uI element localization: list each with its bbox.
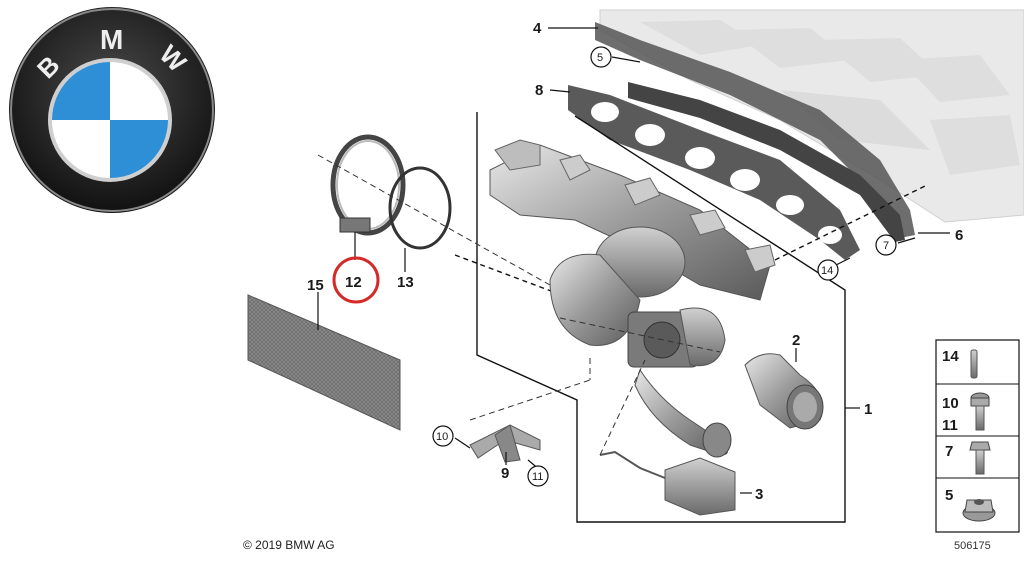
label-part-6: 6 <box>955 227 963 244</box>
wastegate-actuator <box>599 450 736 516</box>
label-part-11: 11 <box>532 471 543 483</box>
callout-circle-10 <box>432 425 454 447</box>
pin-icon <box>970 349 978 379</box>
label-part-15: 15 <box>307 277 324 294</box>
outlet-elbow <box>744 353 824 430</box>
document-id: 506175 <box>954 540 991 552</box>
legend-label-11: 11 <box>942 417 958 434</box>
axis-lines <box>317 154 721 456</box>
bmw-logo: B M W <box>9 7 215 213</box>
label-part-14: 14 <box>821 265 833 277</box>
support-bracket <box>469 424 541 463</box>
hex-bolt-icon <box>969 441 991 475</box>
valve-cover-gasket <box>595 22 915 242</box>
highlight-circle <box>332 256 380 304</box>
label-part-8: 8 <box>535 82 543 99</box>
v-band-clamp <box>330 134 406 236</box>
assembly-frame <box>454 112 926 523</box>
label-part-3: 3 <box>755 486 763 503</box>
small-parts-legend: 14 10 11 7 5 <box>935 339 1020 533</box>
label-part-12: 12 <box>345 274 362 291</box>
label-part-7: 7 <box>883 240 889 252</box>
label-part-4: 4 <box>533 20 542 37</box>
label-part-1: 1 <box>864 401 872 418</box>
callout-circle-5 <box>590 46 612 68</box>
label-part-10: 10 <box>436 431 448 443</box>
label-part-9: 9 <box>501 465 509 482</box>
legend-label-10: 10 <box>942 395 959 412</box>
legend-label-5: 5 <box>945 487 953 504</box>
legend-label-14: 14 <box>942 348 959 365</box>
copyright-text: © 2019 BMW AG <box>243 538 335 552</box>
seal-ring <box>388 166 452 250</box>
exhaust-manifold-turbo <box>489 139 776 458</box>
label-part-13: 13 <box>397 274 414 291</box>
torx-bolt-icon <box>970 392 990 431</box>
callout-circle-7 <box>875 234 897 256</box>
heat-shield <box>247 294 401 431</box>
legend-label-7: 7 <box>945 443 953 460</box>
manifold-gasket <box>568 85 860 260</box>
callout-circle-11 <box>527 465 549 487</box>
label-part-2: 2 <box>792 332 800 349</box>
flange-nut-icon <box>962 499 996 522</box>
callout-circle-14 <box>817 259 839 281</box>
label-part-5: 5 <box>597 52 603 64</box>
logo-letter-m: M <box>100 24 123 55</box>
